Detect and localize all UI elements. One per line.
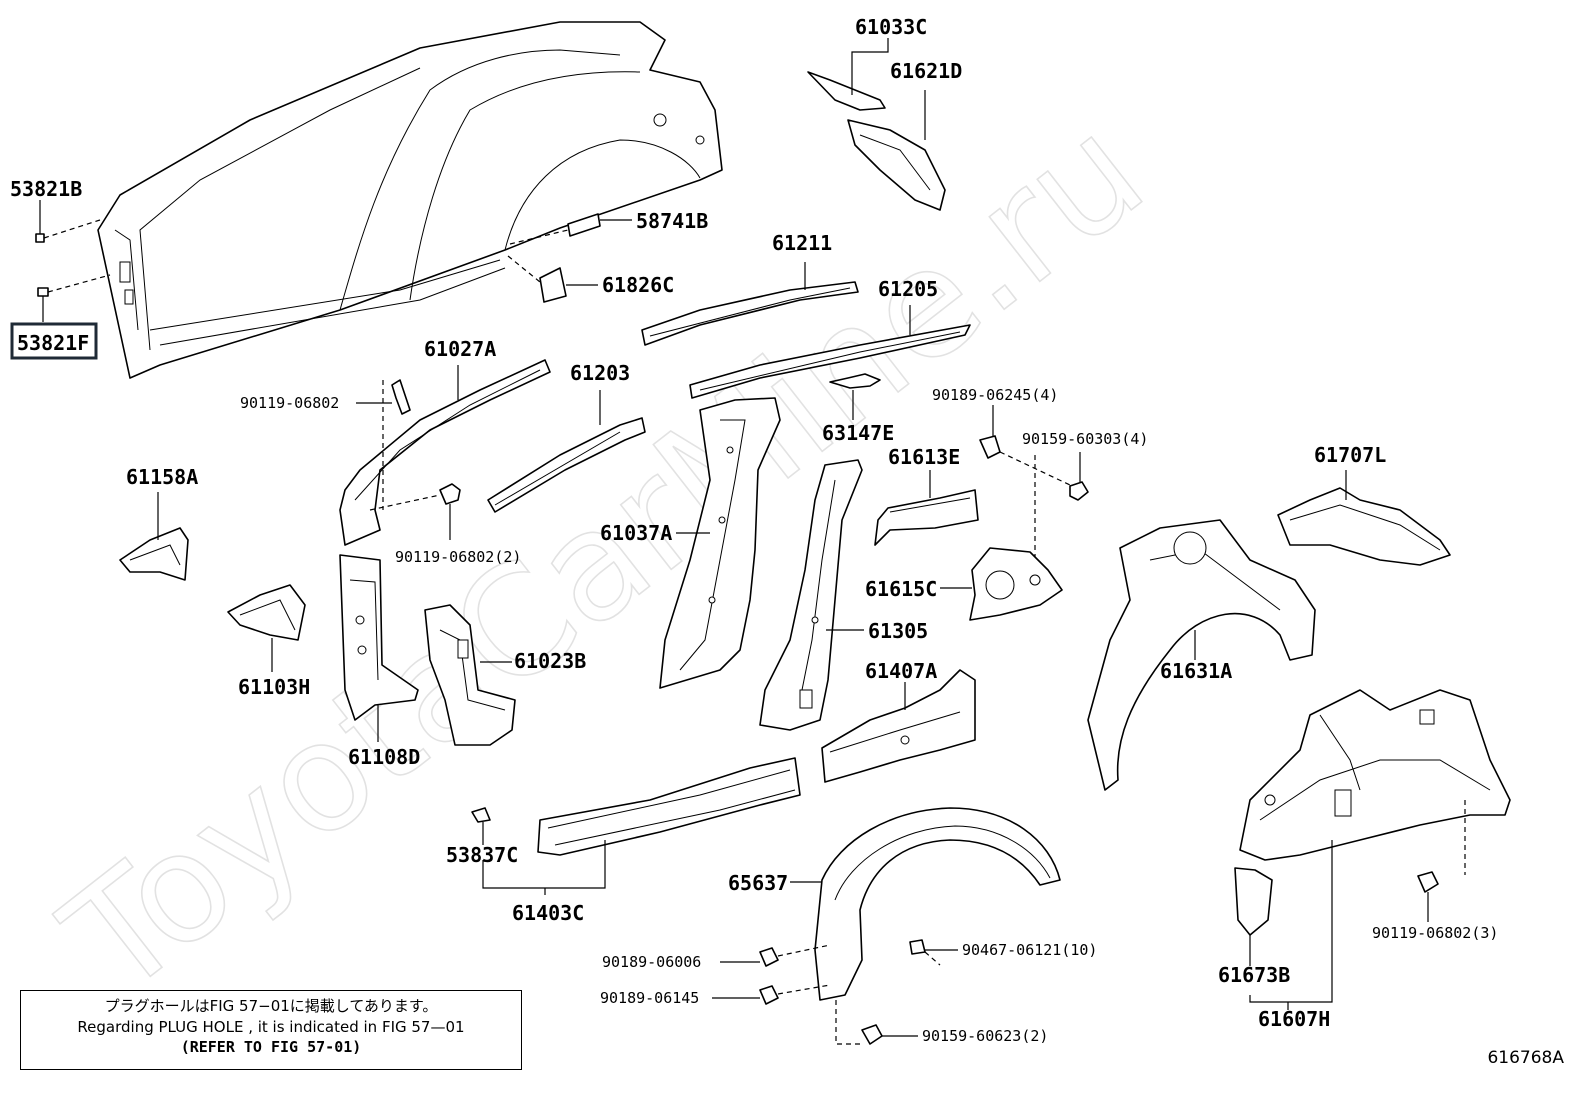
label-61407A[interactable]: 61407A [865, 659, 937, 683]
label-61103H[interactable]: 61103H [238, 675, 310, 699]
label-61403C[interactable]: 61403C [512, 901, 584, 925]
part-61615C-shape [969, 547, 1063, 621]
clip-53837C-shape [471, 807, 491, 823]
part-61037A-shape [659, 397, 781, 689]
part-61203-shape [487, 417, 646, 513]
part-61613E-shape [874, 489, 979, 546]
label-61707L[interactable]: 61707L [1314, 443, 1386, 467]
part-61407A-shape [821, 669, 976, 783]
label-61033C[interactable]: 61033C [855, 15, 927, 39]
label-61631A[interactable]: 61631A [1160, 659, 1232, 683]
label-53821B[interactable]: 53821B [10, 177, 82, 201]
label-61673B[interactable]: 61673B [1218, 963, 1290, 987]
highlight-box-53821F [10, 322, 98, 360]
part-61023B-shape [424, 604, 516, 746]
pad-61826C-shape [539, 267, 567, 303]
part-65637-shape [814, 807, 1061, 1001]
bolt-90119-06802-2 [439, 483, 461, 505]
label-61305[interactable]: 61305 [868, 619, 928, 643]
label-61211[interactable]: 61211 [772, 231, 832, 255]
label-61108D[interactable]: 61108D [348, 745, 420, 769]
part-61158A-shape [119, 527, 189, 581]
label-61027A[interactable]: 61027A [424, 337, 496, 361]
clip-90189-06006 [759, 947, 779, 967]
note-line-reference: (REFER TO FIG 57-01) [180, 1038, 362, 1056]
label-61615C[interactable]: 61615C [865, 577, 937, 601]
label-65637[interactable]: 65637 [728, 871, 788, 895]
clip-53821F-shape [37, 287, 49, 297]
part-61108D-shape [339, 554, 419, 721]
part-61205-shape [689, 324, 971, 399]
bolt-90119-06802-top [391, 379, 411, 415]
part-61631A-shape [1087, 519, 1316, 791]
body-side-outer-panel [97, 21, 723, 379]
bolt-90159-60623-2 [861, 1024, 883, 1045]
part-61673B-shape [1234, 867, 1273, 936]
label-90119-06802[interactable]: 90119-06802 [240, 394, 339, 412]
label-63147E[interactable]: 63147E [822, 421, 894, 445]
label-61621D[interactable]: 61621D [890, 59, 962, 83]
note-line-english: Regarding PLUG HOLE , it is indicated in… [77, 1018, 465, 1036]
label-61203[interactable]: 61203 [570, 361, 630, 385]
label-90467-06121-10[interactable]: 90467-06121(10) [962, 941, 1097, 959]
plug-hole-note: プラグホールはFIG 57−01に掲載してあります。 Regarding PLU… [20, 990, 522, 1070]
clip-90189-06145 [759, 985, 779, 1005]
clip-90189-06245-4 [979, 435, 1001, 459]
label-61613E[interactable]: 61613E [888, 445, 960, 469]
part-61033C-61621D-shape [807, 71, 946, 211]
clip-53821B-shape [35, 233, 45, 243]
part-61305-shape [759, 459, 863, 731]
label-90189-06145[interactable]: 90189-06145 [600, 989, 699, 1007]
note-line-japanese: プラグホールはFIG 57−01に掲載してあります。 [104, 997, 438, 1015]
label-61205[interactable]: 61205 [878, 277, 938, 301]
label-90159-60303-4[interactable]: 90159-60303(4) [1022, 430, 1148, 448]
label-90119-06802-2[interactable]: 90119-06802(2) [395, 548, 521, 566]
label-61826C[interactable]: 61826C [602, 273, 674, 297]
part-61027A-shape [339, 359, 551, 546]
part-61211-shape [641, 281, 859, 346]
part-61707L-shape [1277, 487, 1451, 566]
label-61037A[interactable]: 61037A [600, 521, 672, 545]
bolt-90159-60303-4 [1069, 481, 1089, 501]
label-61158A[interactable]: 61158A [126, 465, 198, 489]
tape-58741B-shape [567, 213, 601, 237]
label-90189-06006[interactable]: 90189-06006 [602, 953, 701, 971]
label-61607H[interactable]: 61607H [1258, 1007, 1330, 1031]
label-90189-06245-4[interactable]: 90189-06245(4) [932, 386, 1058, 404]
label-61023B[interactable]: 61023B [514, 649, 586, 673]
label-58741B[interactable]: 58741B [636, 209, 708, 233]
figure-id: 616768A [1487, 1048, 1564, 1068]
label-53837C[interactable]: 53837C [446, 843, 518, 867]
part-63147E-shape [829, 373, 881, 389]
part-61103H-shape [227, 584, 306, 641]
part-61403C-shape [537, 757, 801, 856]
label-90119-06802-3[interactable]: 90119-06802(3) [1372, 924, 1498, 942]
label-53821F[interactable]: 53821F [17, 331, 89, 355]
bolt-90119-06802-3 [1417, 871, 1439, 893]
label-90159-60623-2[interactable]: 90159-60623(2) [922, 1027, 1048, 1045]
part-61607H-shape [1239, 689, 1511, 861]
clip-90467-06121-10 [909, 939, 926, 955]
